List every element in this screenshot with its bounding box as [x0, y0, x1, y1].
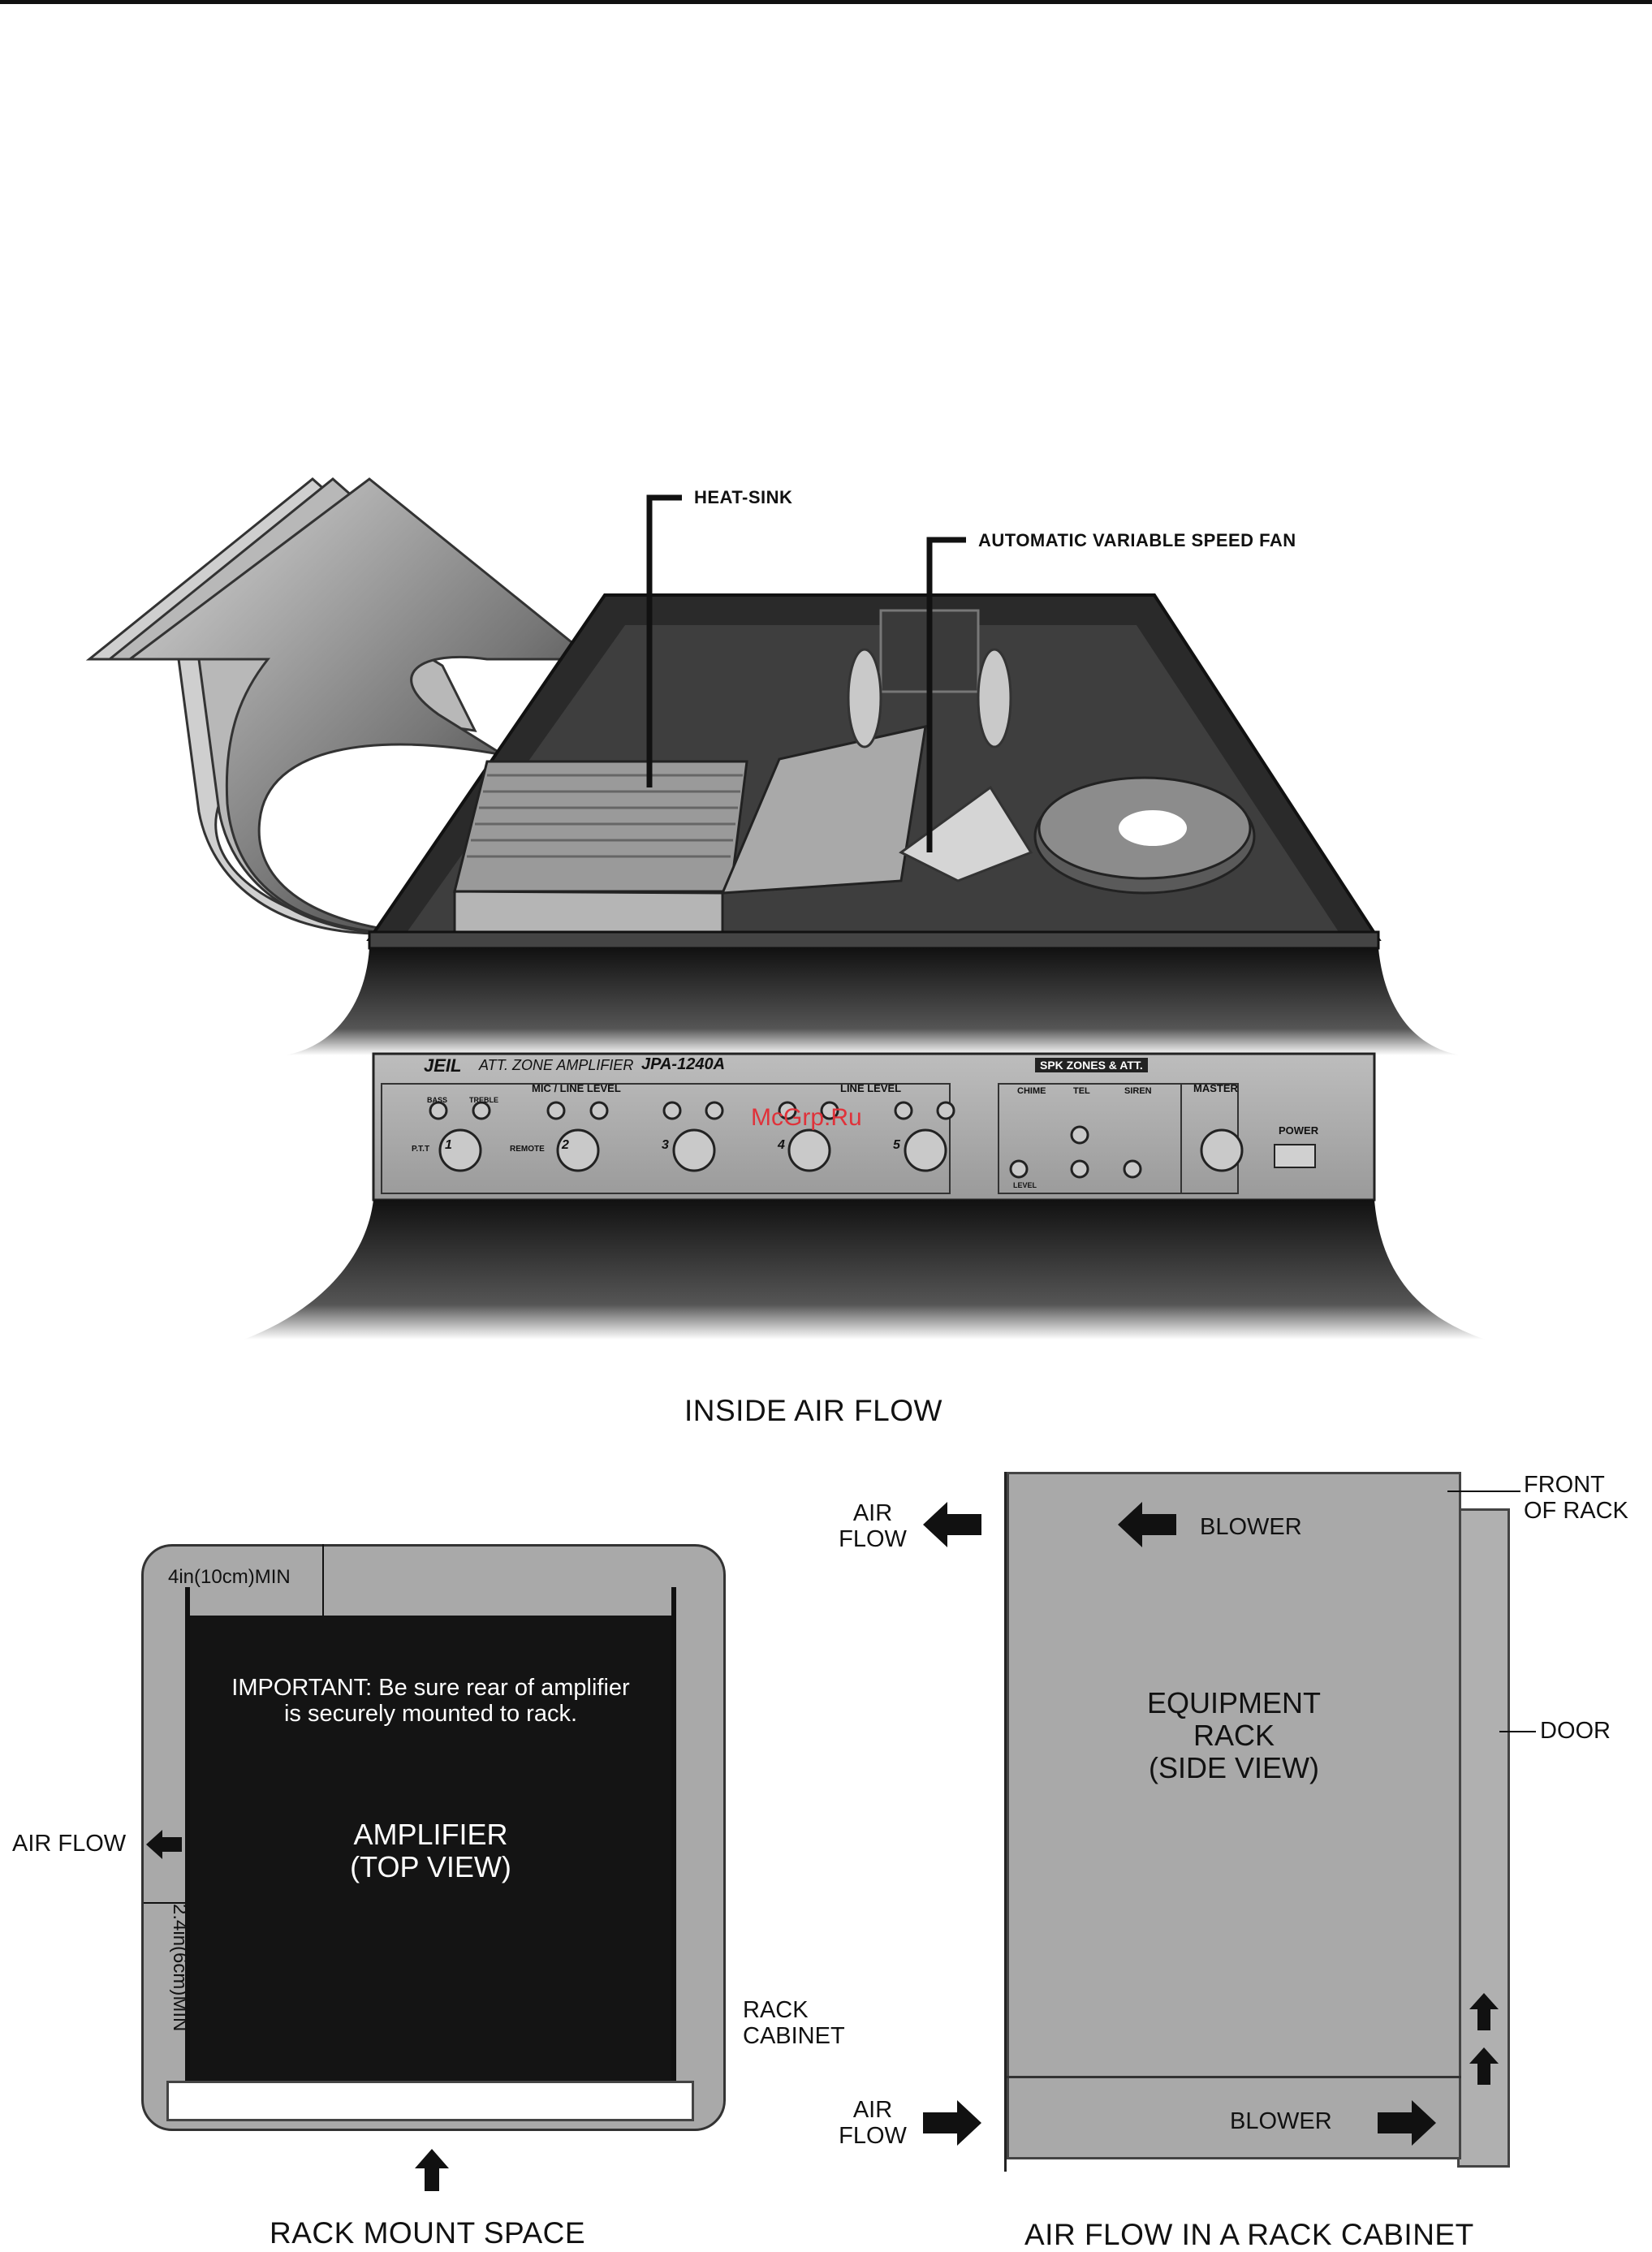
rack-cabinet-label: RACK CABINET: [743, 1997, 845, 2049]
rack-air-flow-bottom-label: AIR FLOW: [828, 2097, 917, 2149]
amplifier-label-line-2: (TOP VIEW): [350, 1850, 511, 1883]
amplifier-chassis: [366, 593, 1382, 950]
panel-section-mic: MIC / LINE LEVEL: [532, 1082, 621, 1094]
rack-air-flow-top-line-1: AIR: [852, 1500, 893, 1526]
panel-level-label: LEVEL: [1013, 1181, 1037, 1189]
rack-rail-left: [185, 1587, 190, 2082]
panel-channel-4: 4: [778, 1138, 785, 1152]
panel-master-label: MASTER: [1193, 1082, 1238, 1094]
panel-ptt-label: P.T.T: [412, 1145, 430, 1154]
important-note-line-2: is securely mounted to rack.: [283, 1701, 578, 1727]
amplifier-label-line-1: AMPLIFIER: [353, 1818, 508, 1851]
panel-channel-3: 3: [662, 1138, 669, 1152]
panel-channel-2: 2: [562, 1138, 569, 1152]
important-note-line-1: IMPORTANT: Be sure rear of amplifier: [231, 1675, 630, 1701]
equipment-rack-line-3: (SIDE VIEW): [1148, 1751, 1319, 1784]
air-flow-up-arrow-icon: [415, 2149, 449, 2191]
rack-back-edge: [1004, 1472, 1007, 2172]
blower-top-arrow-icon: [1118, 1502, 1176, 1547]
front-of-rack-label: FRONT OF RACK: [1524, 1472, 1628, 1524]
rack-mount-air-flow-label: AIR FLOW: [12, 1831, 127, 1857]
heat-sink-callout: HEAT-SINK: [694, 487, 793, 507]
air-flow-in-arrow-icon: [923, 2100, 981, 2146]
panel-section-line: LINE LEVEL: [840, 1082, 902, 1094]
panel-brand: JEIL: [424, 1055, 462, 1076]
panel-model-line: ATT. ZONE AMPLIFIER: [479, 1057, 634, 1073]
side-clearance-dimension: [144, 1902, 185, 1904]
door-leader: [1499, 1731, 1536, 1732]
inside-air-flow-caption: INSIDE AIR FLOW: [684, 1394, 942, 1427]
front-panel-knobs: [429, 1101, 1244, 1179]
panel-model: JPA-1240A: [641, 1055, 726, 1073]
door-vent-up-arrow-1-icon: [1469, 1993, 1499, 2030]
top-rule: [0, 0, 1652, 4]
panel-power-label: POWER: [1279, 1124, 1319, 1137]
front-panel: [372, 1052, 1376, 1201]
rack-cabinet-label-line-2: CABINET: [743, 2023, 845, 2049]
panel-chime-label: CHIME: [1017, 1086, 1046, 1096]
side-clearance-label: 2.4in(6cm)MIN: [169, 1904, 191, 2032]
panel-channel-5: 5: [893, 1138, 900, 1152]
rack-air-flow-bottom-line-2: FLOW: [839, 2123, 907, 2149]
door-label: DOOR: [1540, 1718, 1611, 1744]
panel-siren-label: SIREN: [1124, 1086, 1152, 1096]
chassis-shadow: [284, 948, 1461, 1055]
amplifier-top-view: [185, 1616, 676, 2081]
air-flow-out-arrow-icon: [923, 1502, 981, 1547]
air-flow-left-arrow-icon: [146, 1830, 182, 1859]
air-flow-curved-arrow: [85, 477, 597, 936]
rack-rail-right: [671, 1587, 676, 2082]
panel-treble-label: TREBLE: [469, 1096, 498, 1104]
blower-top-label: BLOWER: [1200, 1514, 1302, 1540]
side-clearance-label-wrap: 2.4in(6cm)MIN: [166, 1904, 191, 2078]
equipment-rack-side-view: [1007, 1472, 1461, 2159]
panel-channel-1: 1: [445, 1138, 452, 1152]
front-of-rack-line-1: FRONT: [1524, 1472, 1605, 1498]
amplifier-top-view-label: AMPLIFIER (TOP VIEW): [185, 1818, 676, 1883]
blower-bottom-label: BLOWER: [1230, 2108, 1332, 2134]
rack-front-opening: [166, 2081, 694, 2121]
important-note: IMPORTANT: Be sure rear of amplifier is …: [185, 1675, 676, 1727]
rack-air-flow-top-label: AIR FLOW: [828, 1500, 917, 1552]
panel-tel-label: TEL: [1073, 1086, 1090, 1096]
fan-callout: AUTOMATIC VARIABLE SPEED FAN: [978, 530, 1296, 550]
top-clearance-label: 4in(10cm)MIN: [168, 1566, 291, 1588]
rack-cabinet-caption: AIR FLOW IN A RACK CABINET: [1024, 2218, 1474, 2251]
rack-cabinet-label-line-1: RACK: [743, 1997, 809, 2023]
panel-remote-label: REMOTE: [510, 1145, 545, 1154]
equipment-rack-line-2: RACK: [1193, 1719, 1275, 1752]
front-of-rack-leader: [1447, 1491, 1520, 1492]
front-of-rack-line-2: OF RACK: [1524, 1498, 1628, 1524]
amplifier-interior-illustration: [85, 477, 1486, 1340]
blower-bottom-arrow-icon: [1378, 2100, 1436, 2146]
watermark: McGrp.Ru: [751, 1104, 862, 1131]
door-vent-up-arrow-2-icon: [1469, 2047, 1499, 2085]
equipment-rack-label: EQUIPMENT RACK (SIDE VIEW): [1007, 1687, 1461, 1784]
rack-air-flow-top-line-2: FLOW: [839, 1526, 907, 1552]
panel-shadow: [244, 1200, 1486, 1340]
rack-air-flow-bottom-line-1: AIR: [852, 2097, 893, 2123]
panel-spk-label: SPK ZONES & ATT.: [1035, 1058, 1148, 1072]
callout-leaders: [646, 494, 966, 852]
rack-bottom-divider: [1007, 2076, 1461, 2078]
top-clearance-dimension: [322, 1544, 324, 1616]
rack-mount-space-caption: RACK MOUNT SPACE: [270, 2216, 586, 2250]
equipment-rack-line-1: EQUIPMENT: [1146, 1686, 1321, 1719]
panel-bass-label: BASS: [427, 1096, 448, 1104]
